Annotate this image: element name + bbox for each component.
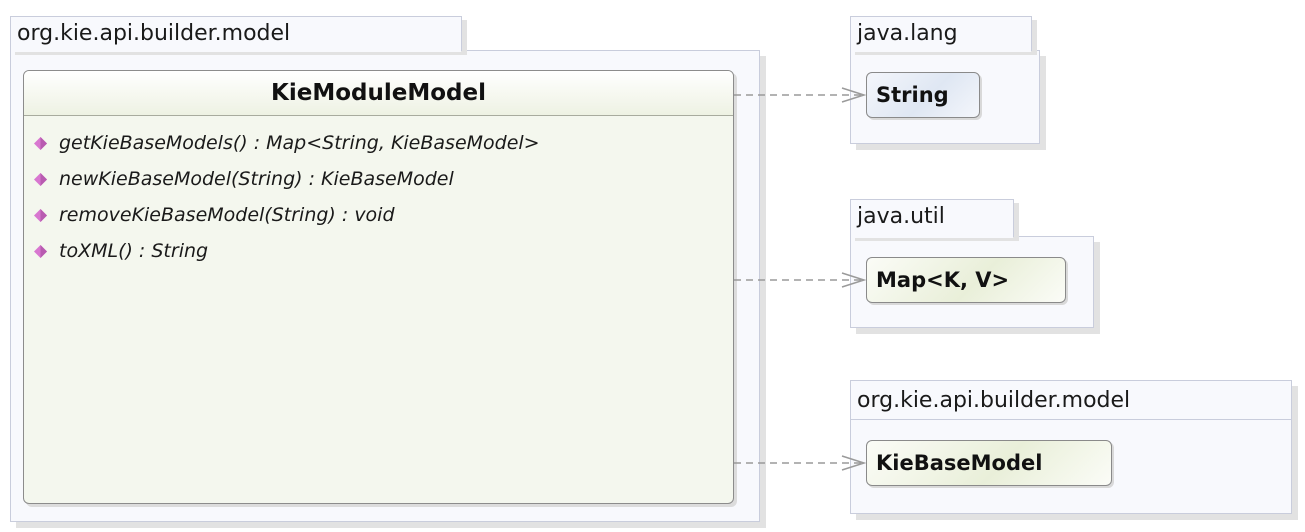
operation-icon xyxy=(34,136,47,150)
operation-item[interactable]: getKieBaseModels() : Map<String, KieBase… xyxy=(34,125,733,161)
package-tab-main: org.kie.api.builder.model xyxy=(10,16,462,51)
class-ref-label: Map<K, V> xyxy=(876,268,1010,292)
operation-label: getKieBaseModels() : Map<String, KieBase… xyxy=(59,132,540,154)
package-tab-joint-java-lang xyxy=(851,49,1031,52)
operation-label: newKieBaseModel(String) : KieBaseModel xyxy=(59,168,454,190)
class-ref-string[interactable]: String xyxy=(866,72,980,118)
operation-label: removeKieBaseModel(String) : void xyxy=(59,204,395,226)
arrowhead-kie-base-model xyxy=(841,455,867,471)
operations-list: getKieBaseModels() : Map<String, KieBase… xyxy=(24,116,733,269)
operation-icon xyxy=(34,208,47,222)
operation-label: toXML() : String xyxy=(59,240,209,262)
class-kie-module-model[interactable]: KieModuleModel getKieBaseModels() : Map<… xyxy=(23,70,734,504)
package-tab-java-util: java.util xyxy=(850,199,1014,237)
class-title: KieModuleModel xyxy=(24,71,733,116)
arrowhead-map xyxy=(841,272,867,288)
package-tab-joint-java-util xyxy=(851,235,1013,238)
class-ref-label: String xyxy=(876,83,949,107)
operation-icon xyxy=(34,244,47,258)
package-tab-joint-main xyxy=(11,49,461,52)
operation-item[interactable]: toXML() : String xyxy=(34,233,733,269)
operation-item[interactable]: removeKieBaseModel(String) : void xyxy=(34,197,733,233)
operation-icon xyxy=(34,172,47,186)
package-tab-builder-model-right: org.kie.api.builder.model xyxy=(850,380,1292,420)
class-ref-kie-base-model[interactable]: KieBaseModel xyxy=(866,440,1112,486)
package-tab-java-lang: java.lang xyxy=(850,16,1032,51)
operation-item[interactable]: newKieBaseModel(String) : KieBaseModel xyxy=(34,161,733,197)
class-ref-map[interactable]: Map<K, V> xyxy=(866,257,1066,303)
arrowhead-string xyxy=(841,87,867,103)
class-ref-label: KieBaseModel xyxy=(876,451,1043,475)
